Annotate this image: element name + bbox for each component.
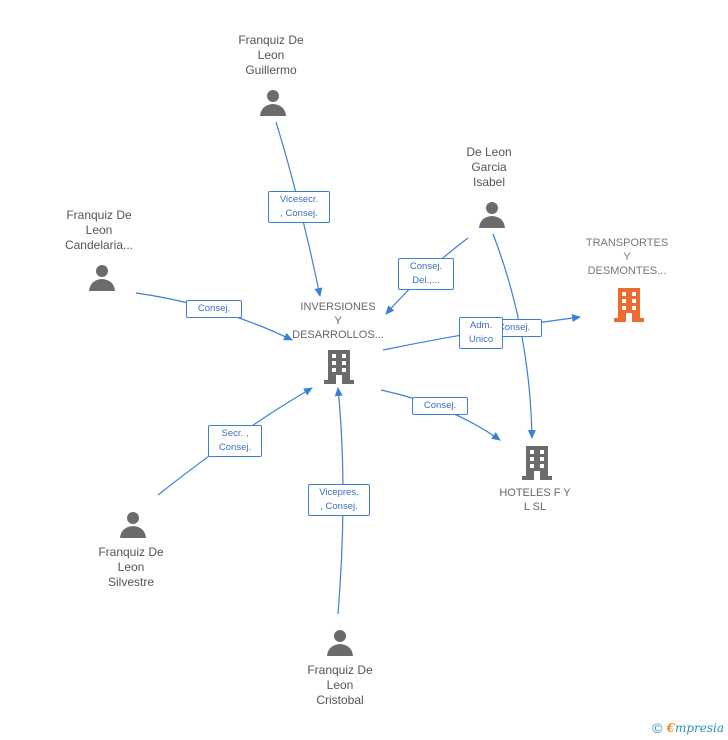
node-label-cristobal[interactable]: Franquiz De Leon Cristobal [307,663,373,707]
person-icon[interactable] [478,200,506,228]
footer-brand: © €mpresia [652,720,724,736]
edge-label-silvestre: Secr. , Consej. [208,425,262,457]
person-icon[interactable] [88,263,116,291]
node-label-guillermo[interactable]: Franquiz De Leon Guillermo [238,33,304,77]
node-label-hoteles[interactable]: HOTELES F Y L SL [499,487,571,513]
building-icon[interactable] [324,350,354,384]
node-label-candelaria[interactable]: Franquiz De Leon Candelaria... [64,208,134,252]
node-label-silvestre[interactable]: Franquiz De Leon Silvestre [98,545,164,589]
edge-label-cristobal: Vicepres. , Consej. [308,484,370,516]
brand-logo: €mpresia [667,721,724,735]
edge-label-hoteles: Consej. [412,397,468,415]
node-label-inversiones[interactable]: INVERSIONES Y DESARROLLOS... [292,301,384,341]
copyright-icon: © [652,720,663,736]
brand-logo-e: € [666,721,675,735]
node-label-isabel[interactable]: De Leon Garcia Isabel [466,145,512,189]
building-icon[interactable] [614,288,644,322]
person-icon[interactable] [119,510,147,538]
edge-label-transportes: Adm. Unico [459,317,503,349]
edge-label-candelaria: Consej. [186,300,242,318]
person-icon[interactable] [259,88,287,116]
person-icon[interactable] [326,628,354,656]
node-label-transportes[interactable]: TRANSPORTES Y DESMONTES... [585,237,669,277]
brand-logo-text: mpresia [674,721,724,735]
edge-label-isabel: Consej. Del.,... [398,258,454,290]
building-icon[interactable] [522,446,552,480]
edge-label-guillermo: Vicesecr. , Consej. [268,191,330,223]
